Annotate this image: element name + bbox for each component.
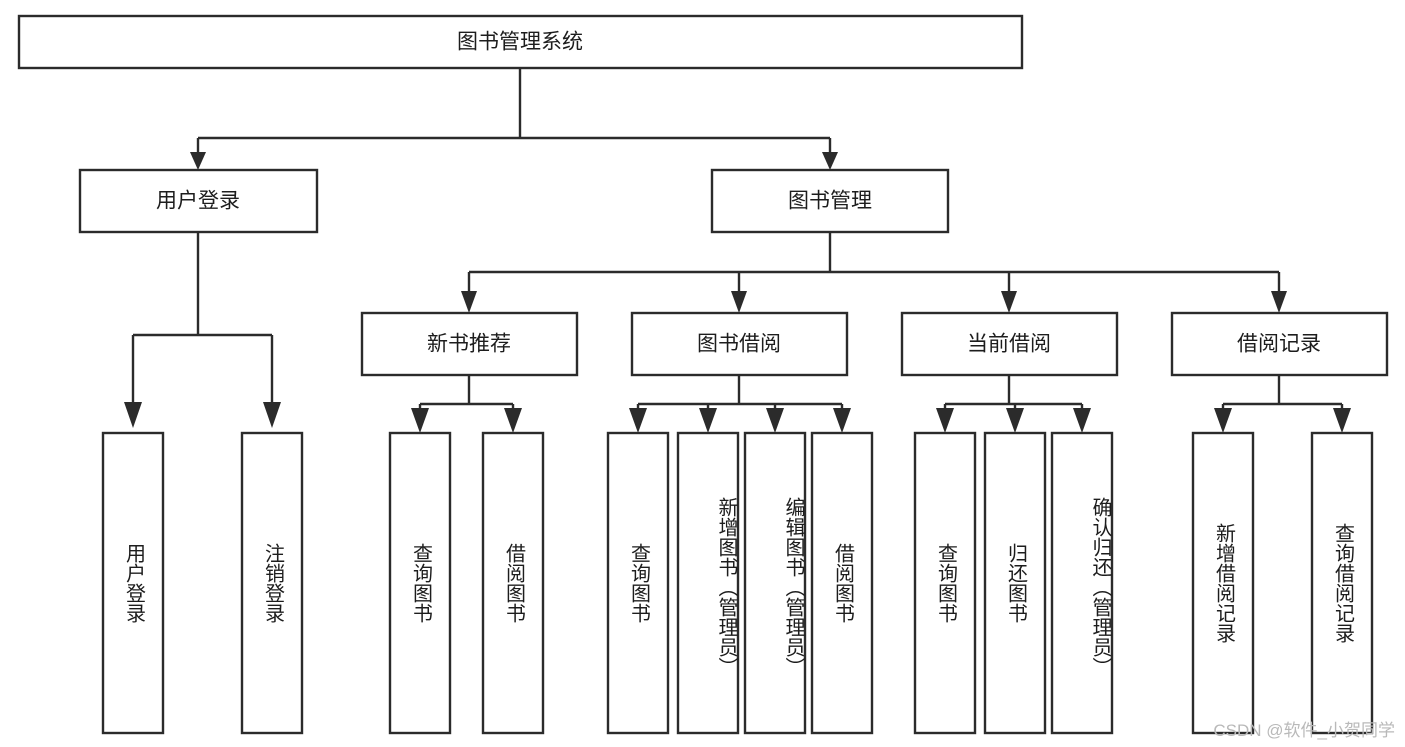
node-root[interactable] bbox=[17, 14, 1024, 70]
arrow-to-leaf-add-record bbox=[1214, 408, 1232, 433]
node-bookmgmt-label: 图书管理 bbox=[788, 190, 872, 213]
arrow-to-leaf-query-book-current bbox=[936, 408, 954, 433]
node-login-label: 用户登录 bbox=[156, 190, 240, 213]
arrow-to-leaf-borrow-book bbox=[833, 408, 851, 433]
node-leaf-query-book-new[interactable] bbox=[388, 431, 452, 735]
node-bookmgmt[interactable] bbox=[710, 168, 950, 234]
arrow-to-leaf-query-book-borrow bbox=[629, 408, 647, 433]
node-root-label: 图书管理系统 bbox=[457, 31, 583, 54]
arrow-to-leaf-return-book bbox=[1006, 408, 1024, 433]
node-leaf-borrow-book[interactable] bbox=[810, 431, 874, 735]
nodes-group: 图书管理系统 用户登录 图书管理 新书推荐 图书借阅 当前借阅 借阅记录 bbox=[17, 14, 1389, 735]
node-newbook[interactable] bbox=[360, 311, 579, 377]
arrow-to-leaf-edit-book bbox=[766, 408, 784, 433]
node-login[interactable] bbox=[78, 168, 319, 234]
node-current-label: 当前借阅 bbox=[967, 333, 1051, 356]
arrow-to-current bbox=[1001, 291, 1017, 313]
arrow-to-record bbox=[1271, 291, 1287, 313]
arrow-to-newbook bbox=[461, 291, 477, 313]
watermark-text: CSDN @软件_小贺同学 bbox=[1213, 721, 1395, 740]
arrow-to-leaf-borrow-book-new bbox=[504, 408, 522, 433]
arrow-to-bookmgmt bbox=[822, 152, 838, 170]
node-leaf-query-record[interactable] bbox=[1310, 431, 1374, 735]
arrow-to-borrow bbox=[731, 291, 747, 313]
edges-group bbox=[124, 68, 1351, 433]
node-record[interactable] bbox=[1170, 311, 1389, 377]
arrow-to-leaf-confirm-return bbox=[1073, 408, 1091, 433]
node-borrow[interactable] bbox=[630, 311, 849, 377]
arrow-to-leaf-add-book bbox=[699, 408, 717, 433]
arrow-to-leaf-query-book-new bbox=[411, 408, 429, 433]
node-leaf-user-logout[interactable] bbox=[240, 431, 304, 735]
node-leaf-edit-book[interactable] bbox=[743, 431, 807, 735]
node-leaf-confirm-return[interactable] bbox=[1050, 431, 1114, 735]
node-leaf-user-login[interactable] bbox=[101, 431, 165, 735]
node-newbook-label: 新书推荐 bbox=[427, 333, 511, 356]
node-leaf-add-record[interactable] bbox=[1191, 431, 1255, 735]
node-leaf-query-book-borrow[interactable] bbox=[606, 431, 670, 735]
arrow-to-leaf-query-record bbox=[1333, 408, 1351, 433]
node-leaf-borrow-book-new[interactable] bbox=[481, 431, 545, 735]
node-current[interactable] bbox=[900, 311, 1119, 377]
node-leaf-add-book[interactable] bbox=[676, 431, 740, 735]
arrow-to-leaf-user-login bbox=[124, 402, 142, 428]
node-leaf-query-book-current[interactable] bbox=[913, 431, 977, 735]
arrow-to-leaf-user-logout bbox=[263, 402, 281, 428]
node-leaf-return-book[interactable] bbox=[983, 431, 1047, 735]
arrow-to-login bbox=[190, 152, 206, 170]
node-record-label: 借阅记录 bbox=[1237, 333, 1321, 356]
node-borrow-label: 图书借阅 bbox=[697, 333, 781, 356]
